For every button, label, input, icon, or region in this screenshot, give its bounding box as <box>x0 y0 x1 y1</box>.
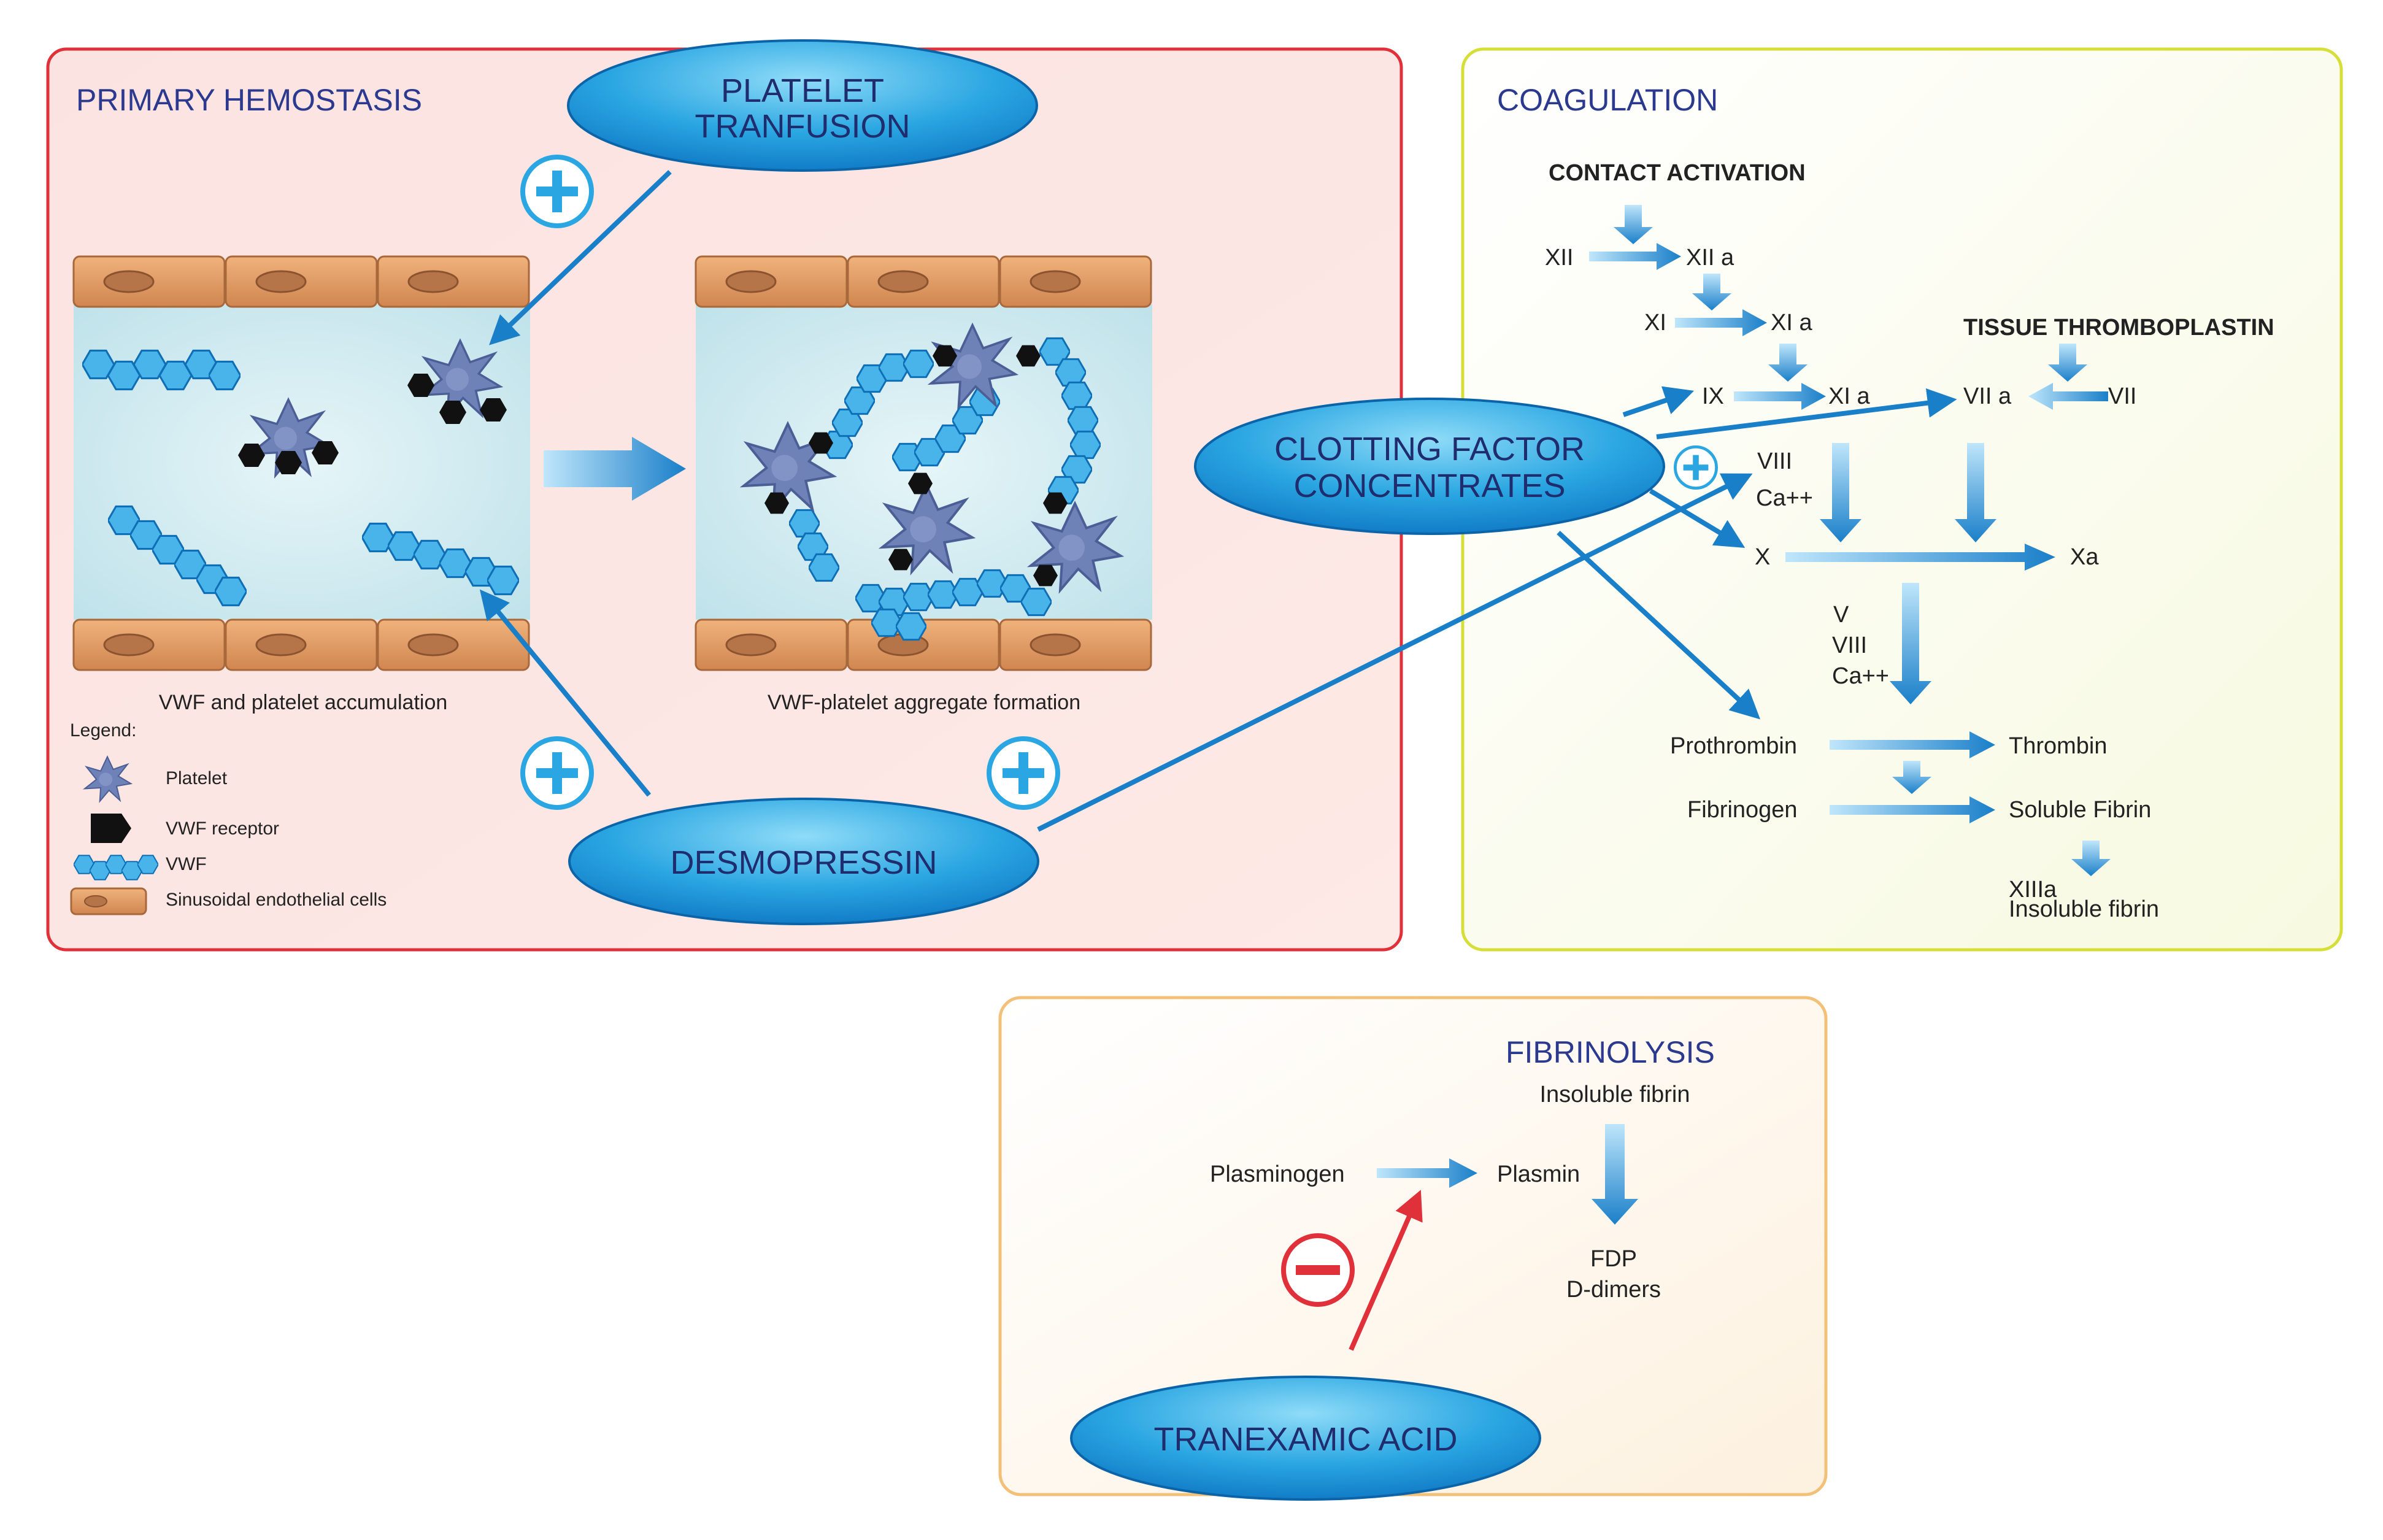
legend: Legend: Platelet VWF receptor VWF Sinuso… <box>70 720 387 915</box>
arrow-down <box>2071 841 2111 876</box>
factor-xia-2: XI a <box>1828 383 1870 409</box>
arrow-right <box>1377 1158 1477 1188</box>
caption-accumulation: VWF and platelet accumulation <box>159 691 448 714</box>
tranexamic-acid-node: TRANEXAMIC ACID <box>1070 1376 1541 1501</box>
factor-xiiia: XIIIa <box>2009 877 2057 903</box>
fibrinolysis-pathway: Insoluble fibrin Plasminogen Plasmin FDP… <box>1210 1082 1690 1303</box>
legend-title: Legend: <box>70 720 136 741</box>
factor-viia: VII a <box>1963 383 2012 409</box>
platelet-transfusion-line2: TRANFUSION <box>695 108 910 145</box>
plasminogen: Plasminogen <box>1210 1161 1345 1187</box>
platelet-transfusion-node: PLATELET TRANFUSION <box>567 39 1038 172</box>
clotting-factor-node: CLOTTING FACTOR CONCENTRATES <box>1194 398 1665 535</box>
caption-aggregate: VWF-platelet aggregate formation <box>768 691 1080 714</box>
arrow-down <box>1692 274 1731 310</box>
drug-action-arrows <box>479 170 1957 832</box>
factor-xa: Xa <box>2070 544 2099 570</box>
soluble-fibrin: Soluble Fibrin <box>2009 797 2151 823</box>
tissue-thromboplastin: TISSUE THROMBOPLASTIN <box>1963 315 2274 341</box>
desmopressin-label: DESMOPRESSIN <box>670 844 937 881</box>
arrow-down <box>1955 443 1996 542</box>
prothrombin: Prothrombin <box>1670 733 1797 759</box>
plus-icon <box>1675 447 1716 488</box>
desmopressin-node: DESMOPRESSIN <box>568 798 1039 925</box>
arrow-right <box>1785 544 2055 571</box>
arrow-down <box>1892 761 1931 794</box>
cell-legend-icon <box>70 887 147 915</box>
factor-xia: XI a <box>1771 310 1812 336</box>
arrow-down <box>2048 344 2087 382</box>
legend-vwf: VWF <box>166 854 207 874</box>
vessel-aggregate <box>695 255 1152 671</box>
arrow-down <box>1820 443 1861 542</box>
tranexamic-acid-label: TRANEXAMIC ACID <box>1153 1421 1457 1458</box>
factor-viii-2: VIII <box>1832 633 1867 658</box>
platelet-transfusion-line1: PLATELET <box>721 72 884 109</box>
factor-xii: XII <box>1545 245 1573 271</box>
plus-icon <box>989 739 1058 807</box>
arrow-platelet-transfusion <box>489 170 672 345</box>
primary-hemostasis-title: PRIMARY HEMOSTASIS <box>76 83 422 117</box>
arrow-clotting-x <box>1649 488 1746 548</box>
plus-icon <box>523 739 591 807</box>
calcium: Ca++ <box>1756 485 1813 511</box>
arrow-desmopressin-primary <box>479 589 652 797</box>
arrow-right <box>1589 243 1681 270</box>
fibrinolysis-title: FIBRINOLYSIS <box>1506 1035 1715 1069</box>
arrow-clotting-viia <box>1656 388 1957 439</box>
arrow-tranexamic-inhibit <box>1349 1190 1423 1351</box>
arrow-down <box>1614 205 1653 244</box>
contact-activation: CONTACT ACTIVATION <box>1549 160 1806 186</box>
thrombin: Thrombin <box>2009 733 2108 759</box>
factor-v: V <box>1833 602 1849 628</box>
arrow-right <box>1675 309 1767 336</box>
vessel-accumulation <box>72 255 530 671</box>
arrow-down <box>1768 344 1807 382</box>
receptor-legend-icon <box>91 814 131 843</box>
legend-cells: Sinusoidal endothelial cells <box>166 890 387 910</box>
clotting-factor-line2: CONCENTRATES <box>1293 468 1565 504</box>
arrow-clotting-prothrombin <box>1557 531 1761 720</box>
factor-vii: VII <box>2108 383 2136 409</box>
arrow-desmopressin-viii <box>1037 473 1753 832</box>
factor-x: X <box>1755 544 1770 570</box>
fdp: FDP <box>1590 1246 1637 1272</box>
fibrinogen: Fibrinogen <box>1687 797 1798 823</box>
plus-icon <box>523 157 591 226</box>
arrow-clotting-ix <box>1622 386 1695 417</box>
fibrinolysis-panel <box>998 996 1828 1496</box>
factor-xiia: XII a <box>1686 245 1734 271</box>
factor-ix: IX <box>1702 383 1724 409</box>
arrow-left <box>2028 383 2108 410</box>
arrow-down <box>1592 1124 1638 1225</box>
insoluble-fibrin-coag: Insoluble fibrin <box>2009 896 2159 922</box>
legend-platelet: Platelet <box>166 768 228 788</box>
factor-viii: VIII <box>1757 449 1792 474</box>
arrow-down <box>1890 583 1931 704</box>
plasmin: Plasmin <box>1497 1161 1580 1187</box>
minus-icon <box>1281 1233 1355 1307</box>
d-dimers: D-dimers <box>1566 1277 1661 1303</box>
arrow-right <box>1734 383 1826 410</box>
factor-xi: XI <box>1644 310 1666 336</box>
arrow-right <box>1830 796 1995 823</box>
calcium-2: Ca++ <box>1832 663 1889 689</box>
aggregation-arrow <box>544 437 686 501</box>
arrow-right <box>1830 731 1995 758</box>
coagulation-cascade: CONTACT ACTIVATION XII XII a XI XI a TIS… <box>1545 160 2274 922</box>
coagulation-title: COAGULATION <box>1497 83 1718 117</box>
insoluble-fibrin: Insoluble fibrin <box>1539 1082 1690 1107</box>
legend-receptor: VWF receptor <box>166 818 279 839</box>
clotting-factor-line1: CLOTTING FACTOR <box>1274 431 1585 468</box>
